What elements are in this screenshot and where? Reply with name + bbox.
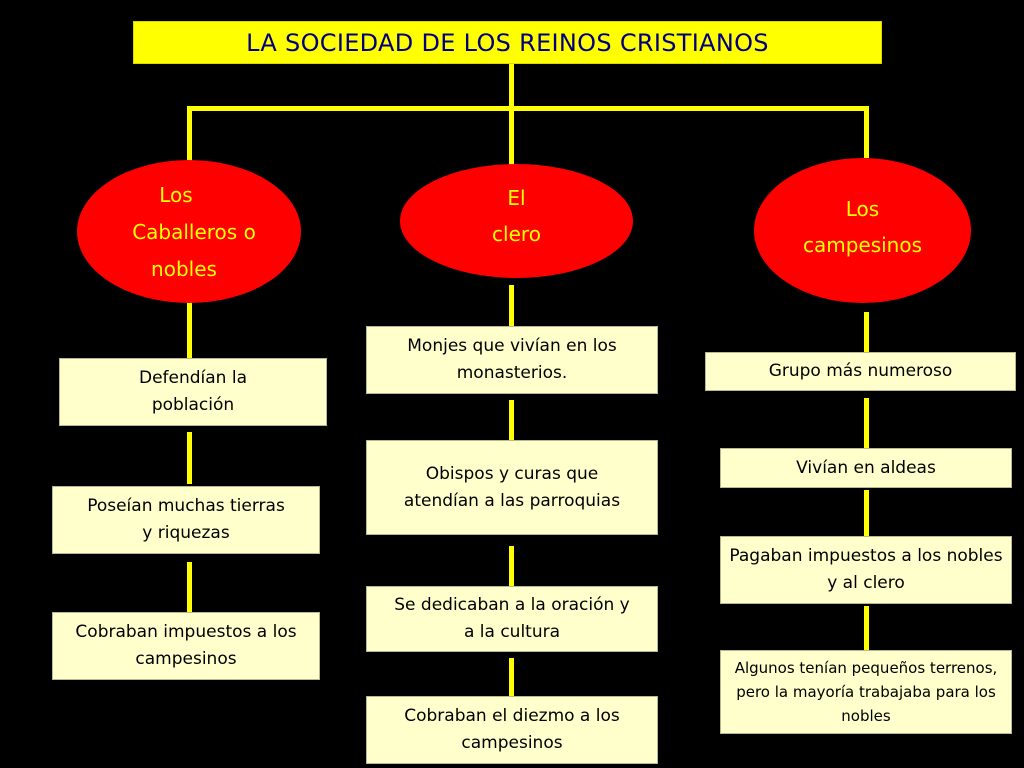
oval-campesinos-line-1: Los: [845, 196, 880, 221]
connector-left-3: [187, 562, 192, 612]
clero-item-2: Obispos y curas que atendían a las parro…: [366, 440, 658, 535]
connector-right-2: [864, 398, 869, 448]
connector-middle-1: [509, 285, 514, 326]
oval-campesinos: Los campesinos: [754, 158, 971, 303]
campesinos-item-1: Grupo más numeroso: [705, 352, 1016, 391]
nobles-item-3: Cobraban impuestos a los campesinos: [52, 612, 320, 680]
diagram-title: LA SOCIEDAD DE LOS REINOS CRISTIANOS: [133, 21, 882, 64]
oval-clero: El clero: [400, 164, 633, 278]
connector-right-1: [864, 312, 869, 352]
connector-middle-2: [509, 400, 514, 440]
connector-right-3: [864, 490, 869, 536]
connector-horizontal: [187, 106, 869, 111]
connector-middle-3: [509, 546, 514, 586]
nobles-item-1: Defendían la población: [59, 358, 327, 426]
oval-clero-line-2: clero: [492, 222, 541, 246]
clero-item-4: Cobraban el diezmo a los campesinos: [366, 696, 658, 764]
oval-nobles: Los Caballeros o nobles: [77, 160, 301, 303]
oval-nobles-line-2: Caballeros o: [132, 220, 256, 244]
campesinos-item-2: Vivían en aldeas: [720, 448, 1012, 488]
oval-nobles-line-3: nobles: [151, 257, 217, 281]
clero-item-3: Se dedicaban a la oración y a la cultura: [366, 586, 658, 652]
connector-title-down: [509, 64, 514, 170]
connector-right-drop: [864, 106, 869, 158]
connector-left-2: [187, 432, 192, 484]
oval-nobles-line-1: Los: [159, 183, 193, 207]
connector-middle-4: [509, 658, 514, 696]
connector-left-drop: [187, 106, 192, 162]
nobles-item-2: Poseían muchas tierras y riquezas: [52, 486, 320, 554]
connector-right-4: [864, 606, 869, 650]
clero-item-1: Monjes que vivían en los monasterios.: [366, 326, 658, 394]
campesinos-item-4: Algunos tenían pequeños terrenos, pero l…: [720, 650, 1012, 734]
campesinos-item-3: Pagaban impuestos a los nobles y al cler…: [720, 536, 1012, 604]
oval-clero-line-1: El: [507, 186, 526, 210]
oval-campesinos-line-2: campesinos: [802, 232, 923, 257]
connector-left-1: [187, 302, 192, 358]
